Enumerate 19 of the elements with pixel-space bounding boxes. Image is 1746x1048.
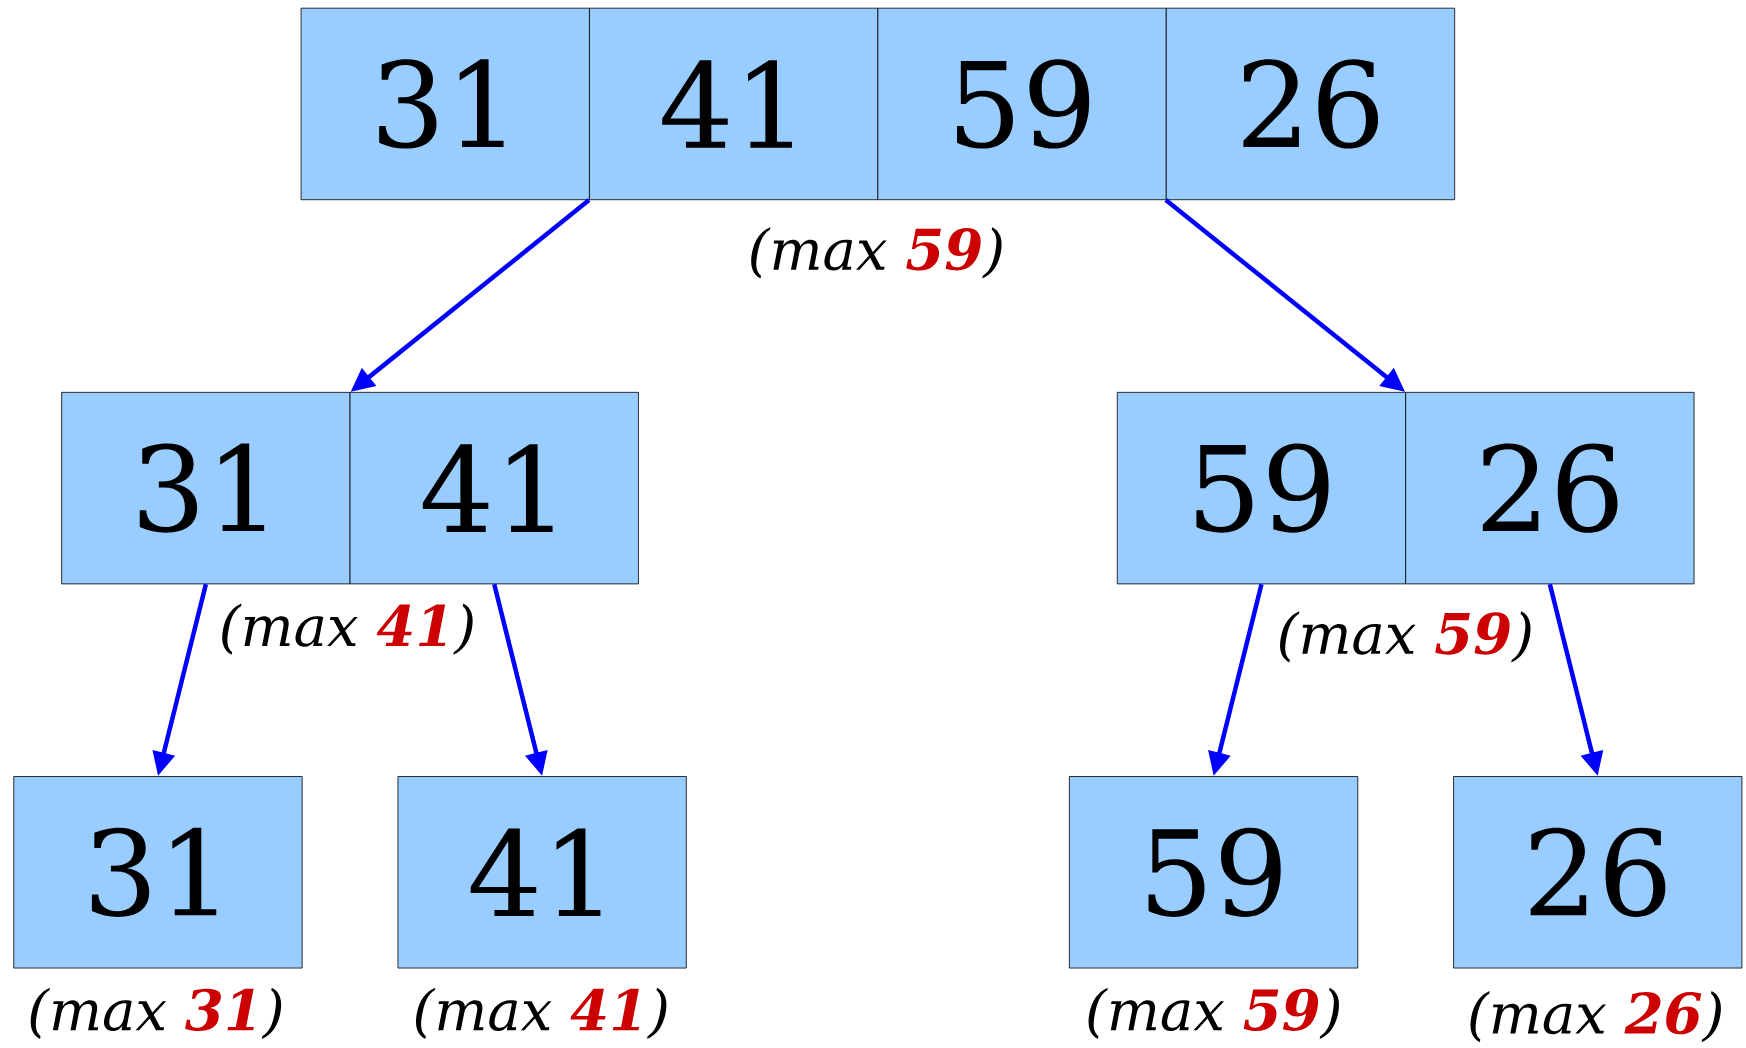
max-label: (max 31) — [30, 987, 282, 1039]
array-cell: 41 — [397, 776, 687, 969]
max-label: (max 41) — [415, 987, 667, 1039]
max-label: (max 59) — [1280, 611, 1531, 663]
max-label: (max 59) — [751, 227, 1002, 279]
array-cell: 41 — [589, 7, 879, 201]
array-cell: 59 — [877, 7, 1167, 201]
array-cell: 26 — [1453, 776, 1743, 969]
array-cell: 26 — [1405, 391, 1695, 585]
array-cell: 59 — [1116, 391, 1407, 585]
max-label: (max 41) — [222, 603, 473, 655]
array-cell: 26 — [1165, 7, 1456, 201]
max-label: (max 59) — [1088, 987, 1339, 1039]
array-cell: 41 — [349, 391, 639, 585]
array-cell: 31 — [13, 776, 303, 969]
max-label: (max 26) — [1470, 991, 1721, 1043]
array-cell: 31 — [61, 391, 351, 585]
array-cell: 59 — [1069, 776, 1359, 969]
array-cell: 31 — [300, 7, 590, 201]
